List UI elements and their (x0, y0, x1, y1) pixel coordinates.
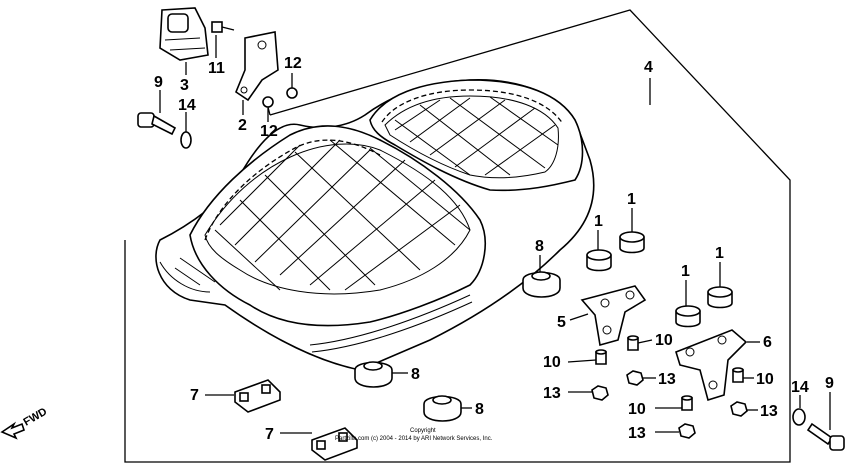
callout-4: 4 (644, 59, 653, 76)
callout-12-top: 12 (284, 55, 302, 72)
part-5-bracket (580, 285, 647, 347)
callout-7-bottom: 7 (265, 426, 274, 443)
callout-9-left: 9 (154, 74, 163, 91)
callout-10-c: 10 (756, 371, 774, 388)
part-13-nuts (591, 370, 748, 439)
callout-13-b: 13 (658, 371, 676, 388)
part-14-washer-left (180, 131, 192, 149)
part-14-washer-right (792, 408, 806, 426)
callout-11: 11 (208, 60, 225, 77)
callout-5: 5 (557, 314, 566, 331)
callout-3: 3 (180, 77, 189, 94)
part-2-stay (235, 31, 279, 102)
part-8-rubbers (354, 271, 561, 422)
callout-8-middle: 8 (411, 366, 420, 383)
callout-8-top: 8 (535, 238, 544, 255)
part-1-dampers (586, 231, 733, 328)
callout-labels: 3 11 2 12 12 9 14 4 1 1 1 1 8 5 6 7 7 8 … (154, 55, 834, 443)
callout-1-b: 1 (627, 191, 636, 208)
fwd-arrow-icon (0, 421, 25, 440)
part-9-bolt-left (137, 112, 177, 136)
callout-1-c: 1 (681, 263, 690, 280)
callout-7-top: 7 (190, 387, 199, 404)
group-outline (124, 9, 791, 463)
leader-lines (159, 35, 831, 434)
copyright-line-1: Copyright (410, 428, 436, 434)
part-9-bolt-right (806, 422, 845, 451)
copyright-line-2: Partzilla.com (c) 2004 - 2014 by ARI Net… (335, 436, 493, 442)
fwd-label: FWD (22, 406, 50, 429)
callout-12-bottom: 12 (260, 123, 278, 140)
callout-14-left: 14 (178, 97, 196, 114)
callout-1-d: 1 (715, 245, 724, 262)
part-11-bolt (211, 21, 235, 33)
passenger-quilting (394, 96, 559, 176)
part-7-clips (234, 379, 358, 461)
part-3-bracket (159, 7, 209, 61)
callout-6: 6 (763, 334, 772, 351)
callout-8-bottom: 8 (475, 401, 484, 418)
callout-1-a: 1 (594, 213, 603, 230)
callout-2: 2 (238, 117, 247, 134)
callout-9-right: 9 (825, 375, 834, 392)
callout-14-right: 14 (791, 379, 809, 396)
callout-10-d: 10 (628, 401, 646, 418)
callout-13-d: 13 (628, 425, 646, 442)
callout-10-b: 10 (655, 332, 673, 349)
part-12-screws (262, 87, 298, 116)
callout-13-c: 13 (760, 403, 778, 420)
callout-10-a: 10 (543, 354, 561, 371)
seat-illustration (155, 79, 595, 371)
callout-13-a: 13 (543, 385, 561, 402)
rider-quilting (214, 139, 471, 291)
part-10-collars (595, 335, 744, 411)
part-6-bracket (675, 329, 748, 402)
